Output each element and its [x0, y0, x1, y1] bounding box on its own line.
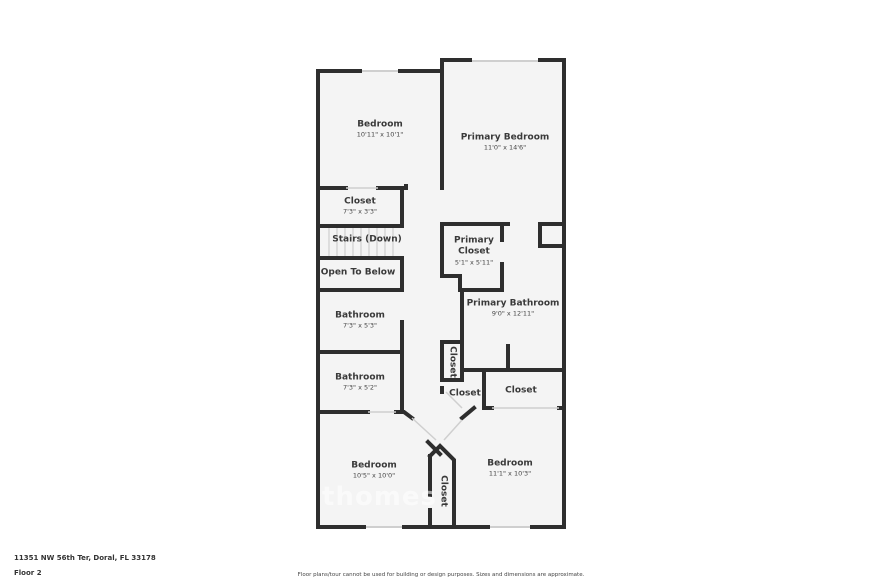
room-closet-right: Closet: [505, 385, 537, 396]
room-name: Closet: [505, 385, 537, 396]
room-primary-closet: Primary Closet 5'1" x 5'11": [449, 236, 499, 267]
room-bedroom-nw: Bedroom 10'11" x 10'1": [357, 119, 403, 138]
room-closet-hall-vertical: Closet: [446, 346, 458, 378]
room-name: Closet: [344, 196, 376, 207]
room-name: Closet: [438, 475, 449, 507]
room-name: Bedroom: [357, 119, 403, 130]
room-dimensions: 10'5" x 10'0": [352, 471, 396, 480]
room-bedroom-se: Bedroom 11'1" x 10'3": [487, 458, 533, 477]
room-primary-bedroom: Primary Bedroom 11'0" x 14'6": [461, 132, 550, 151]
room-name: Stairs (Down): [332, 234, 402, 245]
room-dimensions: 7'3" x 5'3": [342, 321, 378, 330]
room-name: Primary Closet: [454, 235, 494, 257]
floor-label: Floor 2: [14, 569, 42, 577]
property-address: 11351 NW 56th Ter, Doral, FL 33178: [14, 554, 156, 562]
room-dimensions: 10'11" x 10'1": [356, 130, 404, 139]
walls: [316, 58, 566, 529]
door-swings: [346, 187, 559, 441]
room-dimensions: 7'3" x 3'3": [342, 207, 378, 216]
room-bedroom-sw: Bedroom 10'5" x 10'0": [351, 460, 397, 479]
room-name: Bathroom: [335, 372, 385, 383]
room-bathroom-2: Bathroom 7'3" x 5'2": [335, 372, 385, 391]
room-name: Primary Bathroom: [466, 298, 560, 309]
floor-fill: [318, 61, 564, 528]
room-name: Closet: [449, 388, 481, 399]
stairs-treads: [328, 228, 394, 256]
room-name: Open To Below: [320, 267, 396, 278]
watermark-brand: thomes: [322, 482, 438, 512]
room-bathroom-1: Bathroom 7'3" x 5'3": [335, 310, 385, 329]
windows: [362, 60, 538, 528]
room-dimensions: 5'1" x 5'11": [454, 258, 494, 267]
room-name: Bedroom: [351, 460, 397, 471]
room-dimensions: 11'0" x 14'6": [483, 143, 527, 152]
disclaimer: Floor plans/tour cannot be used for buil…: [297, 572, 585, 578]
room-dimensions: 11'1" x 10'3": [488, 469, 532, 478]
room-closet-hall: Closet: [449, 388, 481, 399]
room-closet-bottom-vertical: Closet: [437, 475, 449, 507]
room-name: Closet: [447, 346, 458, 378]
room-dimensions: 9'0" x 12'11": [491, 309, 535, 318]
room-primary-bathroom: Primary Bathroom 9'0" x 12'11": [467, 298, 560, 317]
room-name: Bathroom: [335, 310, 385, 321]
room-name: Primary Bedroom: [460, 132, 550, 143]
room-stairs: Stairs (Down): [332, 234, 401, 245]
room-closet-left: Closet 7'3" x 3'3": [343, 196, 377, 215]
room-open-to-below: Open To Below: [321, 267, 396, 278]
room-name: Bedroom: [487, 458, 533, 469]
room-dimensions: 7'3" x 5'2": [342, 383, 378, 392]
